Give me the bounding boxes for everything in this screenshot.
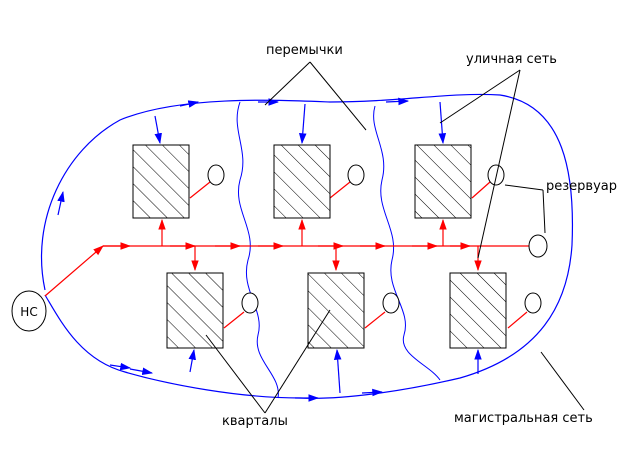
jumpers <box>236 101 441 399</box>
reservoirs <box>207 164 548 314</box>
reservoir-1 <box>207 164 225 186</box>
reservoir-2 <box>347 164 365 186</box>
block-top-2 <box>273 144 331 219</box>
blocks <box>132 144 507 349</box>
block-bottom-2 <box>307 272 365 349</box>
label-ulichnaya-set: уличная сеть <box>466 52 557 67</box>
label-peremychki: перемычки <box>266 43 343 58</box>
block-top-1 <box>132 144 190 219</box>
reservoir-main <box>528 234 548 258</box>
reservoir-4 <box>241 292 259 314</box>
reservoir-6 <box>524 292 542 314</box>
leader-lines <box>205 61 585 414</box>
pump-station-label: НС <box>20 305 37 319</box>
outer-ring-arrows <box>57 97 410 402</box>
main-network <box>44 181 530 329</box>
reservoir-3 <box>487 164 505 186</box>
reservoir-5 <box>382 292 400 314</box>
pump-station <box>11 290 47 332</box>
block-bottom-3 <box>449 272 507 349</box>
label-magistralnaya-set: магистральная сеть <box>454 411 593 426</box>
label-kvartaly: кварталы <box>222 414 288 429</box>
block-top-3 <box>414 144 472 219</box>
label-rezervuar: резервуар <box>546 179 617 194</box>
outer-ring-network <box>40 93 574 399</box>
block-bottom-1 <box>166 272 224 349</box>
